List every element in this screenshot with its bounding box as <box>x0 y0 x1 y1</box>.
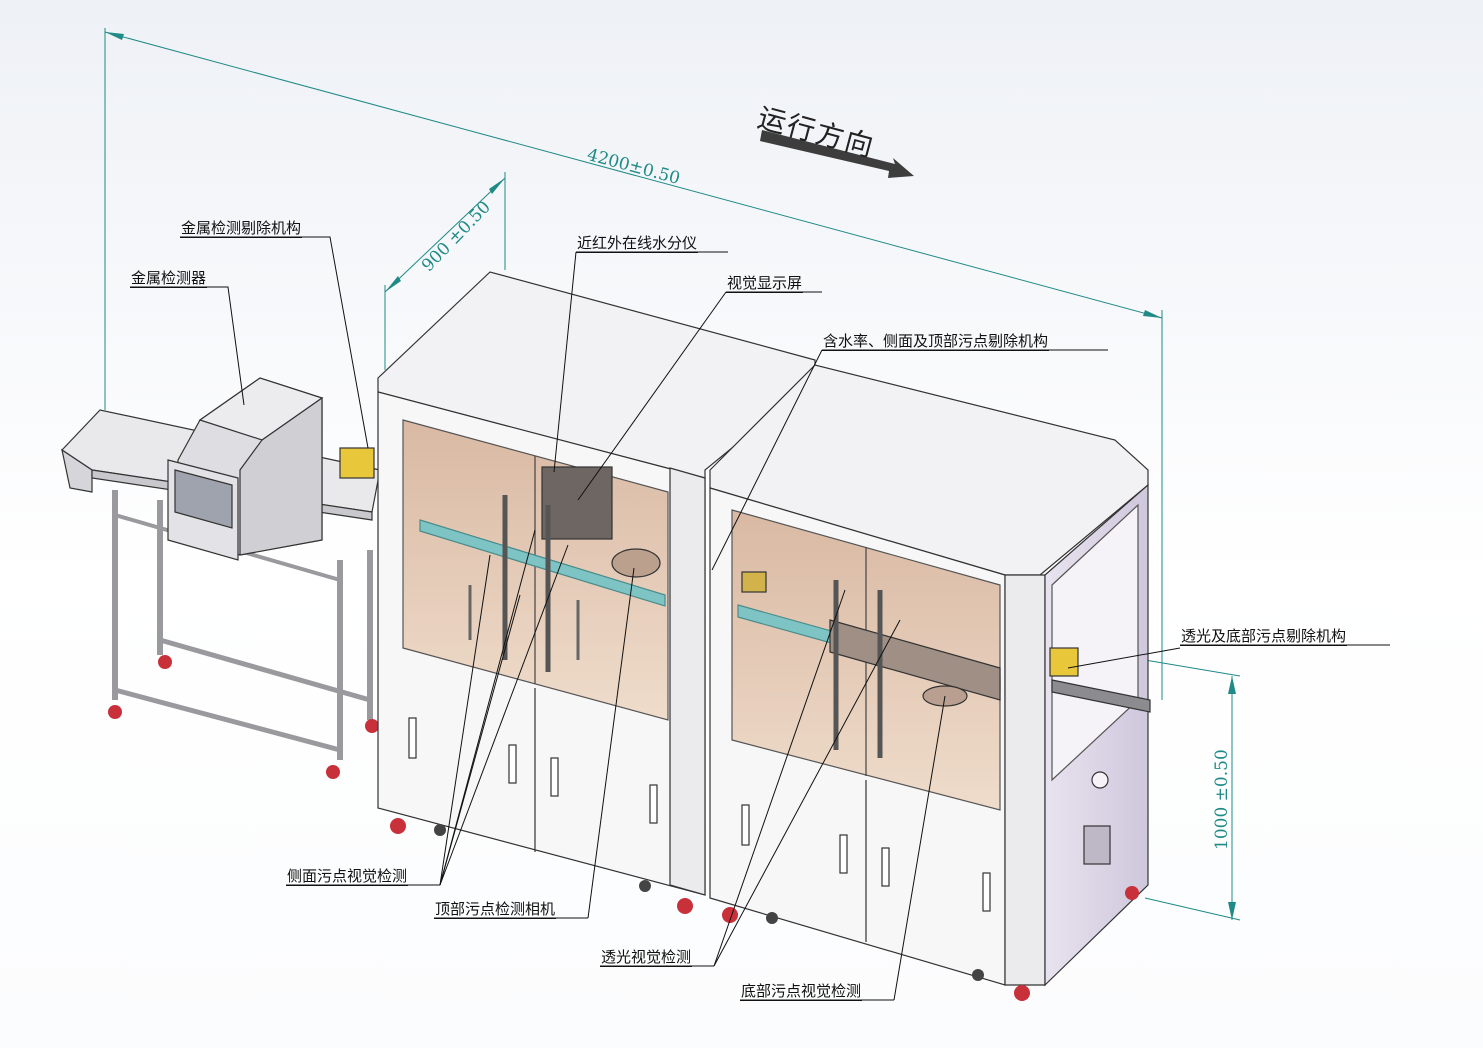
metal-detector-conveyor <box>61 377 381 779</box>
dimension-lines <box>104 28 1241 921</box>
callout-transmit-bottom-reject: 透光及底部污点剔除机构 <box>1180 627 1348 646</box>
direction-arrow <box>760 130 914 178</box>
callout-top-spot-camera: 顶部污点检测相机 <box>434 900 557 919</box>
callout-bottom-spot-vision: 底部污点视觉检测 <box>740 982 863 1001</box>
callout-nir-moisture: 近红外在线水分仪 <box>576 234 699 253</box>
dimension-height: 1000 ±0.50 <box>1212 749 1232 850</box>
callout-vision-display: 视觉显示屏 <box>726 274 804 293</box>
callout-side-spot-vision: 侧面污点视觉检测 <box>286 867 409 886</box>
callout-metal-reject: 金属检测剔除机构 <box>180 219 303 238</box>
callout-metal-detector: 金属检测器 <box>130 269 208 288</box>
callout-moisture-side-top-reject: 含水率、侧面及顶部污点剔除机构 <box>822 332 1050 351</box>
cabinet-2 <box>709 364 1151 1001</box>
cabinet-1 <box>377 271 816 914</box>
callout-transmit-vision: 透光视觉检测 <box>600 948 693 967</box>
